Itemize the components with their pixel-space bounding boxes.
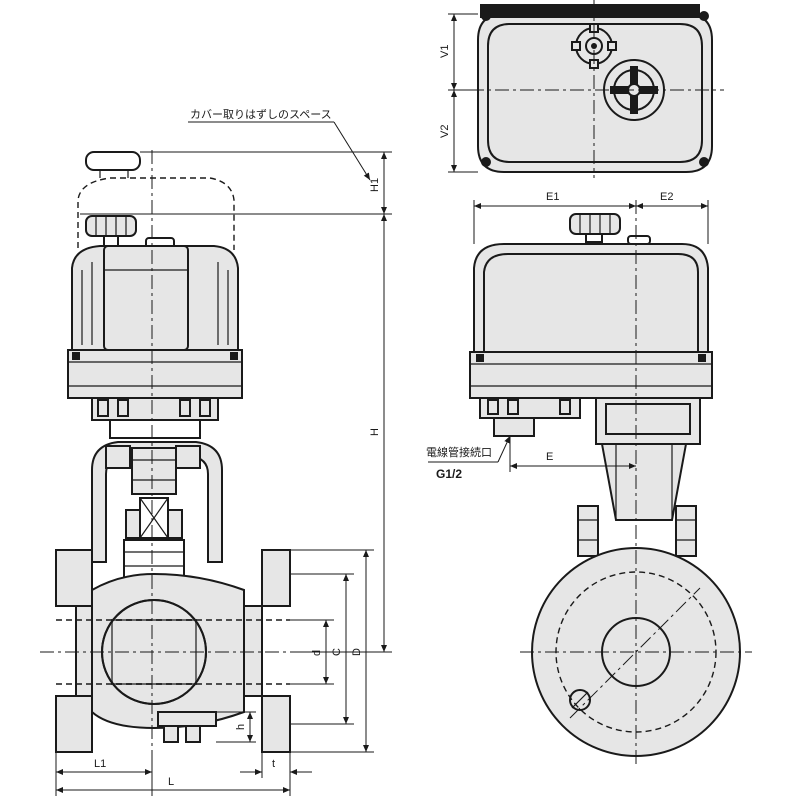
actuator-housing-front bbox=[67, 245, 243, 439]
valve-body-front bbox=[40, 150, 300, 760]
dim-label-L1: L1 bbox=[94, 758, 106, 770]
front-view: カバー取りはずしのスペース H1 H D C d h L1 L t bbox=[40, 108, 392, 796]
dim-label-E: E bbox=[546, 451, 553, 463]
valve-yoke bbox=[91, 441, 223, 605]
dim-label-E2: E2 bbox=[660, 191, 673, 203]
dim-label-D: D bbox=[351, 648, 363, 656]
conduit-port-label: 電線管接続口 bbox=[426, 445, 492, 459]
side-view: E1 E2 E 電線管接続口 G1/2 bbox=[426, 191, 752, 768]
side-knob bbox=[569, 213, 651, 245]
conduit-thread-label: G1/2 bbox=[436, 467, 462, 481]
dim-label-H1: H1 bbox=[369, 178, 381, 192]
top-view: V1 V2 bbox=[439, 0, 724, 178]
cover-removal-phantom-outline bbox=[77, 151, 235, 250]
manual-override-knob bbox=[85, 215, 175, 249]
cover-cap-phantom bbox=[85, 151, 141, 171]
dim-label-h: h bbox=[235, 724, 247, 730]
dim-label-E1: E1 bbox=[546, 191, 559, 203]
cover-space-note: カバー取りはずしのスペース bbox=[190, 108, 332, 121]
dim-label-d: d bbox=[311, 650, 323, 656]
dim-label-L: L bbox=[168, 776, 174, 788]
dim-label-H: H bbox=[369, 428, 381, 436]
front-dimensions bbox=[55, 121, 392, 796]
dim-label-V2: V2 bbox=[439, 125, 451, 138]
dim-label-t: t bbox=[272, 758, 275, 770]
dim-label-V1: V1 bbox=[439, 45, 451, 58]
dim-label-C: C bbox=[331, 648, 343, 656]
